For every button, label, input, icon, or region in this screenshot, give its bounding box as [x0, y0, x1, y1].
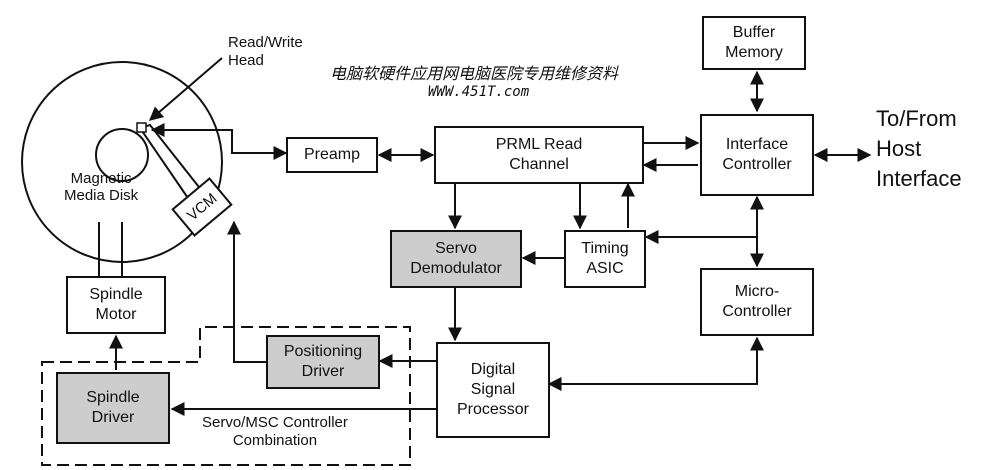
- micro-controller-line-2: Controller: [722, 303, 792, 320]
- interface-controller-line-2: Controller: [722, 156, 792, 173]
- servo-msc-boundary: [41, 326, 411, 466]
- spindle-shaft: [98, 222, 123, 276]
- read-write-head-line-1: Read/Write: [228, 34, 303, 51]
- prml-read-channel-block: PRML Read Channel: [434, 126, 644, 184]
- host-line-2: Host: [876, 136, 922, 161]
- dsp-line-2: Signal: [470, 381, 516, 398]
- spindle-motor-line-2: Motor: [95, 306, 137, 323]
- positioning-to-vcm-arrow: [227, 220, 266, 363]
- prml-line-1: PRML Read: [495, 136, 583, 153]
- dsp-line-3: Processor: [456, 401, 530, 418]
- magnetic-disk-line-2: Media Disk: [64, 187, 139, 204]
- micro-controller-line-1: Micro-: [734, 283, 780, 300]
- read-write-head-label: Read/Write Head: [228, 34, 303, 70]
- host-line-1: To/From: [876, 106, 957, 131]
- host-line-3: Interface: [876, 166, 962, 191]
- positioning-driver-line-1: Positioning: [283, 343, 363, 360]
- interface-controller-block: Interface Controller: [700, 114, 814, 196]
- preamp-label: Preamp: [303, 146, 361, 163]
- buffer-memory-line-1: Buffer: [732, 24, 776, 41]
- positioning-driver-block: Positioning Driver: [266, 335, 380, 389]
- buffer-memory-block: Buffer Memory: [702, 16, 806, 70]
- host-interface-label: To/From Host Interface: [876, 104, 962, 194]
- micro-controller-block: Micro- Controller: [700, 268, 814, 336]
- magnetic-disk: [21, 61, 223, 263]
- spindle-driver-block: Spindle Driver: [56, 372, 170, 444]
- positioning-driver-line-2: Driver: [301, 363, 345, 380]
- servo-msc-line-1: Servo/MSC Controller: [202, 414, 348, 431]
- head-preamp-arrow: [150, 123, 288, 160]
- watermark-url: WWW.451T.com: [428, 84, 530, 100]
- spindle-motor-block: Spindle Motor: [66, 276, 166, 334]
- preamp-block: Preamp: [286, 137, 378, 173]
- watermark-chinese: 电脑软硬件应用网电脑医院专用维修资料: [330, 64, 619, 83]
- servo-demodulator-line-2: Demodulator: [410, 260, 502, 277]
- timing-asic-block: Timing ASIC: [564, 230, 646, 288]
- dsp-micro-arrow: [547, 336, 764, 391]
- timing-asic-line-2: ASIC: [586, 260, 624, 277]
- buffer-memory-line-2: Memory: [725, 44, 783, 61]
- spindle-driver-line-2: Driver: [91, 409, 135, 426]
- interface-controller-line-1: Interface: [725, 136, 789, 153]
- read-write-head-line-2: Head: [228, 52, 264, 69]
- spindle-driver-line-1: Spindle: [86, 389, 140, 406]
- servo-msc-label: Servo/MSC Controller Combination: [202, 414, 348, 450]
- magnetic-disk-line-1: Magnetic: [70, 170, 132, 187]
- magnetic-disk-label: Magnetic Media Disk: [64, 170, 138, 204]
- servo-demodulator-block: Servo Demodulator: [390, 230, 522, 288]
- prml-line-2: Channel: [509, 156, 569, 173]
- servo-demodulator-line-1: Servo: [435, 240, 477, 257]
- dsp-line-1: Digital: [470, 361, 516, 378]
- spindle-motor-line-1: Spindle: [89, 286, 143, 303]
- vcm-box: [171, 177, 233, 237]
- digital-signal-processor-block: Digital Signal Processor: [436, 342, 550, 438]
- timing-asic-line-1: Timing: [581, 240, 629, 257]
- head-pointer-arrow: [148, 57, 223, 121]
- servo-msc-line-2: Combination: [232, 432, 318, 449]
